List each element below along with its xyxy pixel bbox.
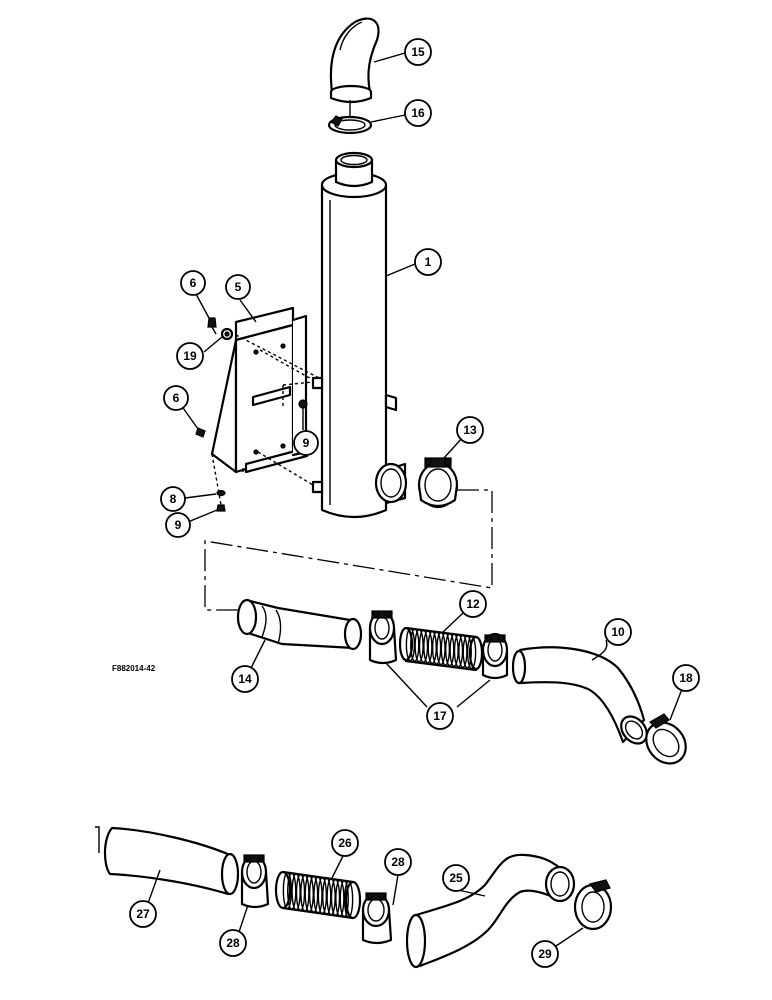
leader-lines bbox=[146, 52, 683, 949]
s-bend-pipe bbox=[405, 853, 576, 969]
callout-25: 25 bbox=[442, 864, 470, 892]
bellows-rib bbox=[287, 872, 297, 910]
callout-28b: 28 bbox=[219, 929, 247, 957]
bellows-rib bbox=[339, 880, 349, 918]
callout-9b: 9 bbox=[165, 512, 191, 538]
bellows-rib bbox=[330, 878, 341, 917]
callout-15: 15 bbox=[404, 38, 432, 66]
bellows-rib bbox=[335, 879, 345, 917]
bellows-rib bbox=[462, 635, 472, 669]
svg-text:8: 8 bbox=[170, 492, 177, 506]
callout-16: 16 bbox=[404, 99, 432, 127]
bellows-rib bbox=[295, 873, 306, 912]
bellows-rib bbox=[291, 873, 301, 911]
callout-10: 10 bbox=[604, 618, 632, 646]
flex-bellows bbox=[398, 626, 484, 672]
lower-straight-pipe bbox=[95, 826, 240, 896]
callout-9a: 9 bbox=[293, 430, 319, 456]
bellows-rib bbox=[458, 634, 468, 669]
callout-6a: 6 bbox=[180, 270, 206, 296]
bellows-rib bbox=[414, 628, 424, 663]
end-clamp bbox=[645, 713, 687, 765]
callout-8: 8 bbox=[160, 486, 186, 512]
svg-text:5: 5 bbox=[235, 280, 242, 294]
callout-17: 17 bbox=[426, 702, 454, 730]
lower-clamp-right bbox=[361, 892, 393, 945]
inlet-clamp bbox=[417, 457, 459, 509]
svg-text:28: 28 bbox=[391, 855, 405, 869]
svg-text:16: 16 bbox=[411, 106, 425, 120]
callout-29: 29 bbox=[531, 940, 559, 968]
bellows-rib bbox=[466, 635, 477, 670]
bellows-rib bbox=[308, 875, 319, 914]
bellows-rib bbox=[427, 630, 437, 665]
bellows-rib bbox=[453, 634, 464, 668]
svg-text:9: 9 bbox=[175, 518, 182, 532]
svg-text:12: 12 bbox=[466, 597, 480, 611]
svg-text:14: 14 bbox=[238, 672, 252, 686]
bellows-rib bbox=[322, 877, 332, 915]
bellows-rib bbox=[449, 633, 459, 667]
svg-text:9: 9 bbox=[303, 436, 310, 450]
callout-14: 14 bbox=[231, 665, 259, 693]
hardware bbox=[195, 317, 308, 512]
svg-text:29: 29 bbox=[538, 947, 552, 961]
bellows-rib bbox=[440, 632, 451, 666]
rain-cap-elbow bbox=[329, 17, 380, 104]
callout-19: 19 bbox=[176, 342, 204, 370]
svg-text:6: 6 bbox=[173, 391, 180, 405]
bellows-rib bbox=[282, 871, 293, 910]
callout-27: 27 bbox=[129, 900, 157, 928]
svg-text:6: 6 bbox=[190, 276, 197, 290]
bellows-rib bbox=[313, 876, 323, 914]
muffler bbox=[311, 151, 408, 519]
bellows-rib bbox=[300, 874, 310, 912]
bellows-rib bbox=[405, 627, 416, 662]
svg-text:25: 25 bbox=[449, 871, 463, 885]
callout-28a: 28 bbox=[384, 848, 412, 876]
svg-text:15: 15 bbox=[411, 45, 425, 59]
svg-text:10: 10 bbox=[611, 625, 625, 639]
callout-1: 1 bbox=[414, 248, 442, 276]
figure-id: F882014-42 bbox=[112, 664, 156, 673]
svg-text:13: 13 bbox=[463, 423, 477, 437]
svg-text:17: 17 bbox=[433, 709, 447, 723]
alignment-lines bbox=[211, 334, 324, 506]
callout-18: 18 bbox=[672, 664, 700, 692]
lower-clamp-left bbox=[240, 854, 270, 909]
bellows-rib bbox=[304, 875, 314, 913]
bent-exhaust-pipe bbox=[511, 646, 648, 745]
callout-6b: 6 bbox=[163, 385, 189, 411]
mounting-bracket bbox=[210, 306, 309, 474]
svg-text:26: 26 bbox=[338, 836, 352, 850]
bellows-rib bbox=[431, 631, 442, 665]
bellows-rib bbox=[418, 629, 429, 663]
lower-end-clamp bbox=[573, 879, 613, 931]
svg-text:27: 27 bbox=[136, 907, 150, 921]
bellows-rib bbox=[436, 631, 446, 666]
lower-flex-bellows bbox=[274, 870, 362, 920]
svg-text:19: 19 bbox=[183, 349, 197, 363]
bellows-rib bbox=[423, 630, 433, 664]
bellows-rib bbox=[343, 880, 354, 919]
clamp-right bbox=[481, 632, 509, 680]
callout-26: 26 bbox=[331, 829, 359, 857]
svg-text:1: 1 bbox=[425, 255, 432, 269]
connection-lines bbox=[204, 489, 493, 611]
svg-text:18: 18 bbox=[679, 671, 693, 685]
callout-12: 12 bbox=[459, 590, 487, 618]
bellows-rib bbox=[317, 876, 328, 915]
bellows-rib bbox=[445, 632, 455, 667]
callout-13: 13 bbox=[456, 416, 484, 444]
band-clamp bbox=[327, 100, 373, 135]
tapered-pipe bbox=[236, 598, 363, 651]
bellows-rib bbox=[410, 628, 420, 662]
bellows-rib bbox=[326, 878, 336, 916]
svg-text:28: 28 bbox=[226, 936, 240, 950]
callout-5: 5 bbox=[225, 274, 251, 300]
clamp-left bbox=[368, 610, 398, 665]
